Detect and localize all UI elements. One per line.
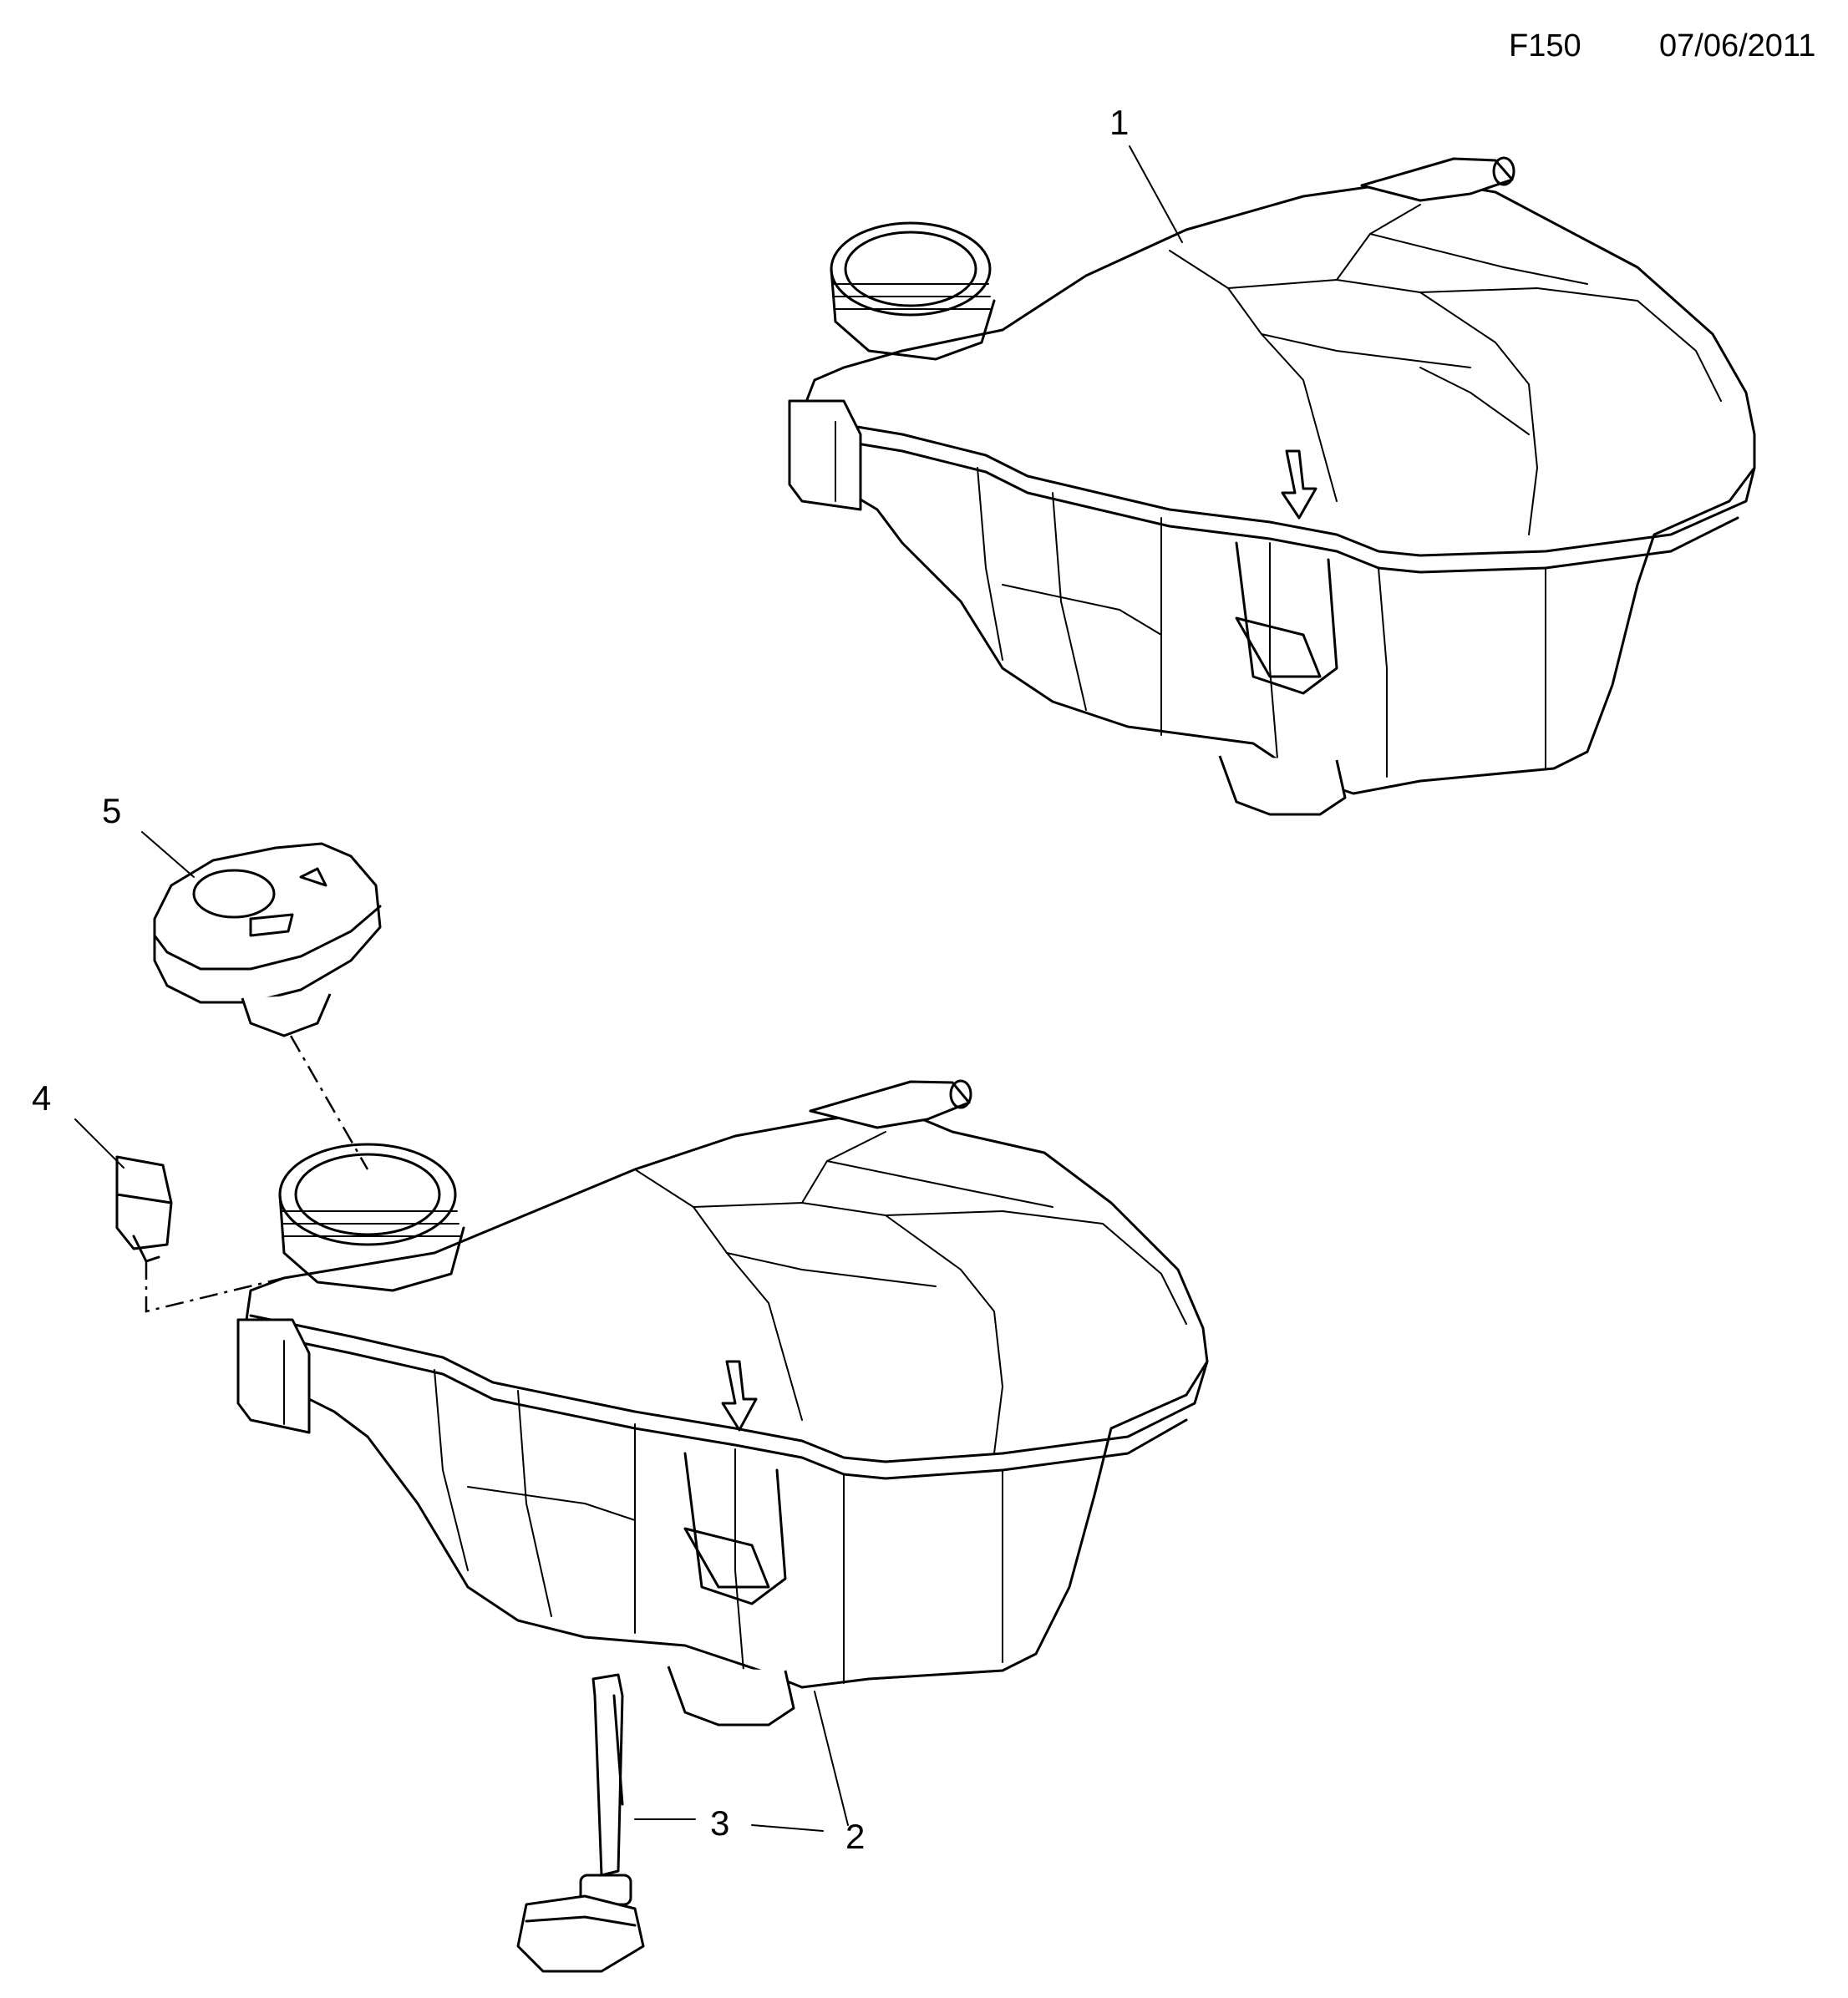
leader-2b — [751, 1824, 824, 1832]
lower-coolant-tank — [236, 1079, 1209, 1727]
callout-3: 3 — [710, 1803, 730, 1843]
callout-5: 5 — [102, 791, 122, 830]
leader-2 — [814, 1691, 849, 1826]
diagram-code: F150 — [1509, 28, 1581, 63]
level-sensor — [516, 1673, 645, 1973]
callout-2: 2 — [845, 1817, 866, 1856]
cap-assembly-line — [289, 1035, 369, 1170]
diagram-date: 07/06/2011 — [1659, 28, 1816, 63]
upper-coolant-tank — [788, 156, 1756, 816]
leader-5 — [141, 831, 195, 878]
leader-4 — [74, 1118, 124, 1169]
callout-1: 1 — [1109, 103, 1130, 142]
filler-cap — [153, 842, 382, 1037]
callout-4: 4 — [32, 1078, 52, 1118]
retaining-clip — [115, 1155, 173, 1263]
clip-assembly-line — [145, 1261, 285, 1313]
leader-1 — [1129, 145, 1183, 243]
